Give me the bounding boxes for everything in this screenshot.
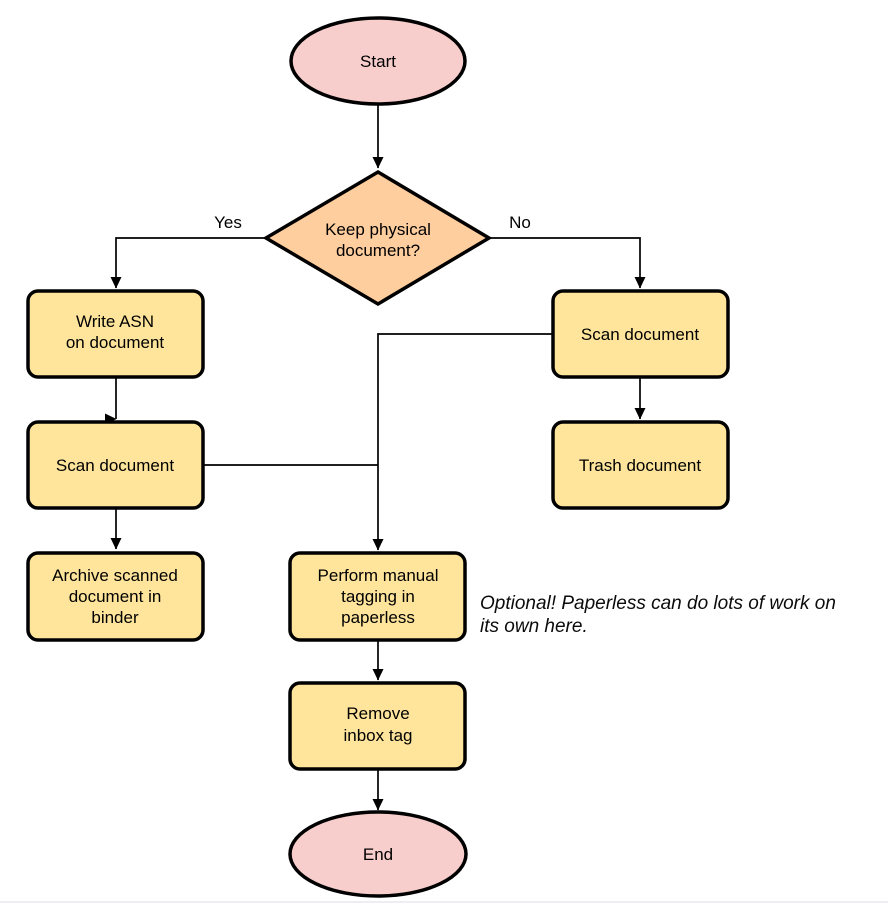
edge-no-label: No (509, 213, 531, 232)
decision-node-label-line1: Keep physical (325, 220, 431, 239)
remove-inbox-label-line2: inbox tag (344, 726, 413, 745)
decision-node (262, 169, 493, 307)
tagging-label-line3: paperless (341, 608, 415, 627)
end-node (288, 810, 468, 898)
scan-document-left-node (26, 420, 205, 510)
decision-node-label-line2: document? (336, 241, 420, 260)
edge-decision-no (489, 237, 646, 289)
scan-document-left-label: Scan document (56, 456, 174, 475)
archive-node (26, 551, 205, 642)
edge-scanright-to-tagging (372, 333, 553, 551)
start-node-label: Start (360, 52, 396, 71)
edge-yes-label: Yes (214, 213, 242, 232)
start-node (289, 16, 467, 106)
tagging-label-line1: Perform manual (318, 566, 439, 585)
trash-document-node (551, 420, 730, 510)
write-asn-label-line1: Write ASN (76, 312, 154, 331)
archive-label-line2: document in (69, 587, 162, 606)
write-asn-label-line2: on document (66, 333, 165, 352)
archive-label-line3: binder (91, 608, 139, 627)
trash-document-label: Trash document (579, 456, 701, 475)
write-asn-node (26, 289, 205, 379)
end-node-label: End (363, 845, 393, 864)
tagging-node (288, 551, 467, 642)
remove-inbox-node (288, 681, 467, 771)
tagging-label-line2: tagging in (341, 587, 415, 606)
annotation-line2: its own here. (480, 616, 588, 637)
archive-label-line1: Archive scanned (52, 566, 178, 585)
annotation-line1: Optional! Paperless can do lots of work … (480, 593, 836, 614)
scan-document-right-node (551, 289, 730, 379)
scan-document-right-label: Scan document (581, 325, 699, 344)
edge-decision-yes (110, 237, 266, 289)
remove-inbox-label-line1: Remove (346, 704, 409, 723)
